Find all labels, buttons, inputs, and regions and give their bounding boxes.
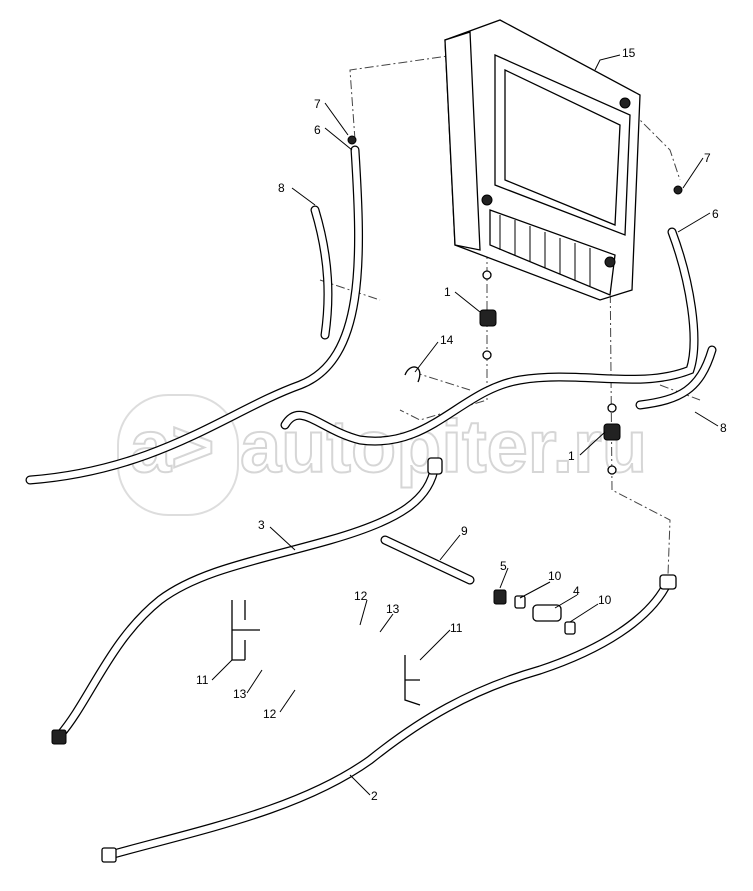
hoses bbox=[25, 145, 717, 860]
callout-9: 9 bbox=[461, 524, 468, 538]
callout-10: 10 bbox=[548, 569, 562, 583]
radiator-assembly bbox=[444, 19, 641, 301]
callout-12-left: 12 bbox=[263, 707, 277, 721]
callout-7-right: 7 bbox=[704, 151, 711, 165]
callout-8: 8 bbox=[278, 181, 285, 195]
callout-13-left: 13 bbox=[233, 687, 247, 701]
callout-5: 5 bbox=[500, 559, 507, 573]
callout-6: 6 bbox=[314, 123, 321, 137]
callout-2: 2 bbox=[371, 789, 378, 803]
leader-lines bbox=[211, 54, 719, 796]
callout-6-right: 6 bbox=[712, 207, 719, 221]
callout-11-left: 11 bbox=[196, 673, 209, 687]
callout-1-right: 1 bbox=[568, 449, 575, 463]
callout-4: 4 bbox=[573, 584, 580, 598]
fittings bbox=[51, 135, 683, 863]
callout-13: 13 bbox=[386, 602, 400, 616]
callout-11: 11 bbox=[450, 621, 463, 635]
callout-10-right: 10 bbox=[598, 593, 612, 607]
callout-8-right: 8 bbox=[720, 421, 727, 435]
callout-3: 3 bbox=[258, 518, 265, 532]
callout-7: 7 bbox=[314, 97, 321, 111]
callouts: 15 7 6 8 7 6 1 14 8 1 3 9 5 10 4 10 12 1… bbox=[196, 46, 727, 803]
callout-14: 14 bbox=[440, 333, 454, 347]
callout-1: 1 bbox=[444, 285, 451, 299]
callout-12: 12 bbox=[354, 589, 368, 603]
callout-15: 15 bbox=[622, 46, 636, 60]
